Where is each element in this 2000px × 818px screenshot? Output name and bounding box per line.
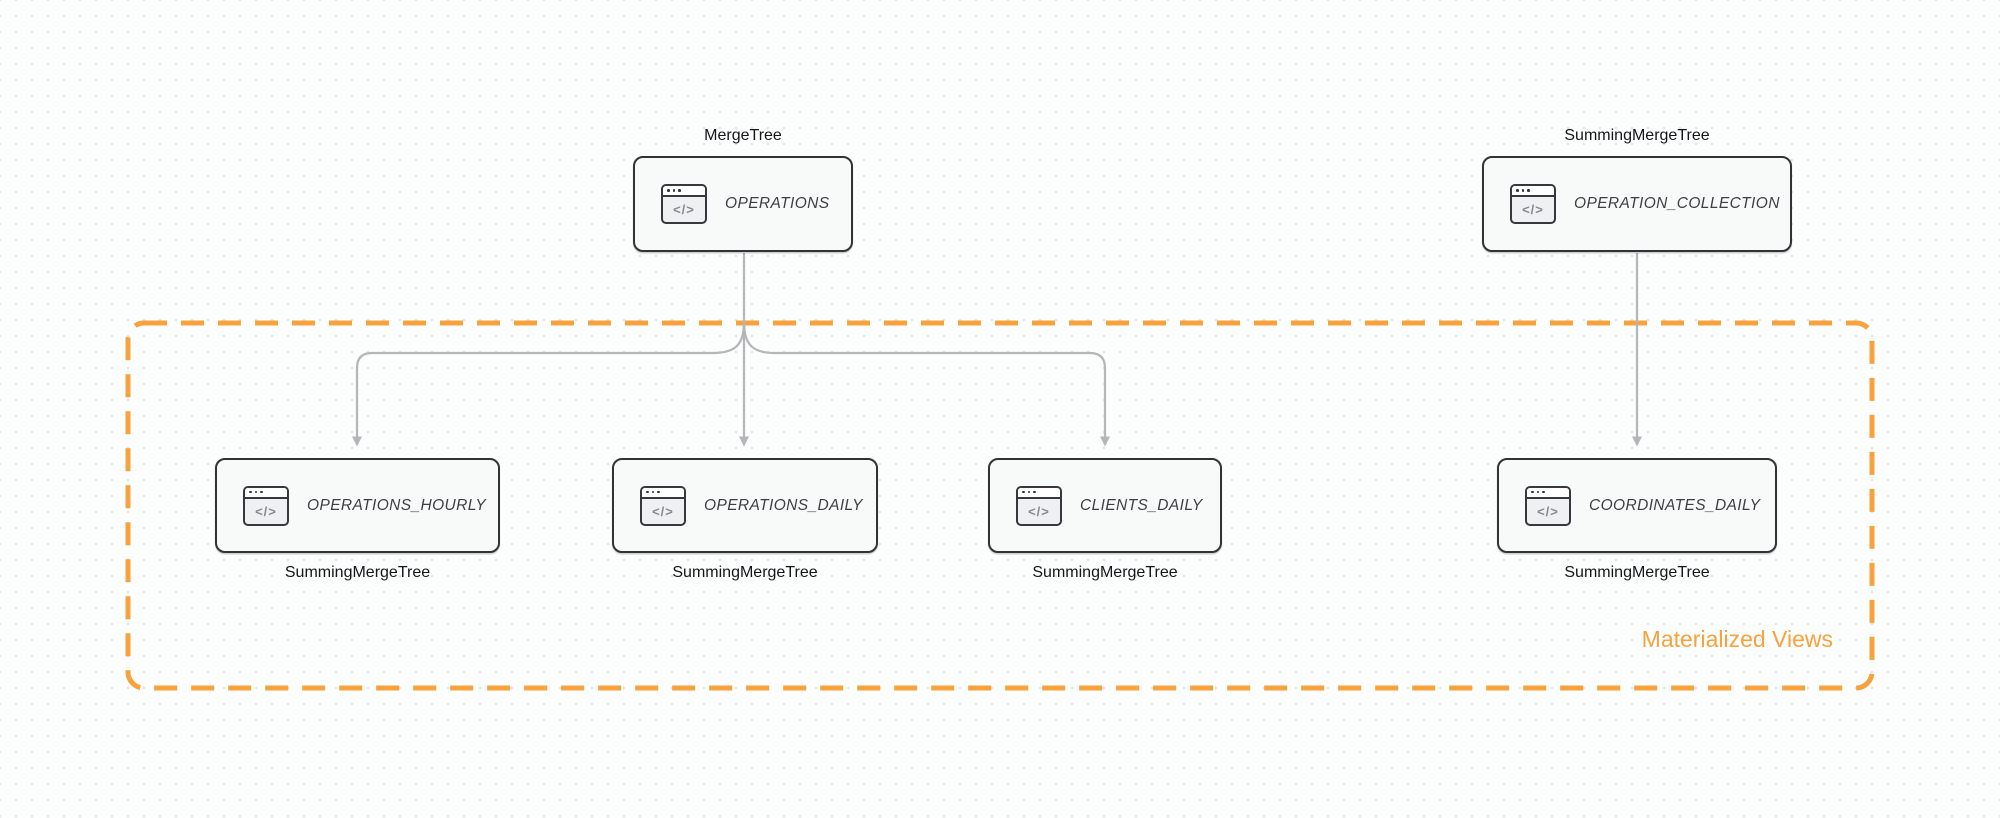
node-operations-daily: </> OPERATIONS_DAILY SummingMergeTree: [612, 458, 878, 581]
browser-icon-dots: [663, 186, 705, 197]
node-operation-collection: SummingMergeTree </> OPERATION_COLLECTIO…: [1482, 127, 1792, 252]
table-node-box: </> COORDINATES_DAILY: [1497, 458, 1777, 553]
node-clients-daily: </> CLIENTS_DAILY SummingMergeTree: [988, 458, 1222, 581]
engine-label: SummingMergeTree: [1564, 564, 1710, 581]
browser-icon-dots: [642, 487, 684, 499]
table-name: OPERATION_COLLECTION: [1574, 195, 1780, 212]
table-node-box: </> OPERATIONS: [633, 156, 853, 252]
materialized-views-group-label: Materialized Views: [1641, 626, 1833, 652]
engine-label: SummingMergeTree: [672, 564, 818, 581]
browser-icon-dots: [1018, 487, 1060, 499]
engine-label: MergeTree: [704, 127, 782, 144]
table-node-box: </> OPERATION_COLLECTION: [1482, 156, 1792, 252]
browser-code-icon: </>: [243, 485, 289, 526]
engine-label: SummingMergeTree: [1564, 127, 1710, 144]
edge-operations-to-operations-hourly: [352, 321, 746, 447]
engine-label: SummingMergeTree: [284, 564, 431, 581]
browser-code-icon: </>: [640, 485, 686, 526]
table-name: OPERATIONS_DAILY: [704, 496, 863, 514]
browser-code-icon: </>: [1510, 184, 1556, 224]
table-name: OPERATIONS_HOURLY: [307, 496, 487, 514]
materialized-views-group-border: [125, 320, 1875, 691]
browser-code-icon: </>: [1525, 485, 1571, 526]
code-glyph: </>: [1537, 503, 1559, 519]
node-operations: MergeTree </> OPERATIONS: [633, 127, 853, 252]
browser-icon-dots: [1512, 186, 1554, 197]
browser-code-icon: </>: [1016, 485, 1062, 526]
table-node-box: </> CLIENTS_DAILY: [988, 458, 1222, 553]
table-name: OPERATIONS: [725, 195, 830, 212]
table-node-box: </> OPERATIONS_DAILY: [612, 458, 878, 553]
browser-icon-dots: [1527, 487, 1569, 499]
table-name: COORDINATES_DAILY: [1589, 496, 1761, 514]
edge-operations-to-clients-daily: [742, 321, 1110, 447]
browser-code-icon: </>: [661, 184, 707, 224]
browser-icon-dots: [245, 487, 287, 499]
node-operations-hourly: </> OPERATIONS_HOURLY SummingMergeTree: [215, 458, 500, 581]
node-coordinates-daily: </> COORDINATES_DAILY SummingMergeTree: [1497, 458, 1777, 581]
code-glyph: </>: [673, 202, 695, 217]
code-glyph: </>: [1028, 503, 1050, 519]
code-glyph: </>: [652, 503, 674, 519]
engine-label: SummingMergeTree: [1032, 564, 1178, 581]
table-node-box: </> OPERATIONS_HOURLY: [215, 458, 500, 553]
code-glyph: </>: [255, 503, 277, 519]
code-glyph: </>: [1522, 202, 1544, 217]
table-name: CLIENTS_DAILY: [1080, 496, 1203, 514]
